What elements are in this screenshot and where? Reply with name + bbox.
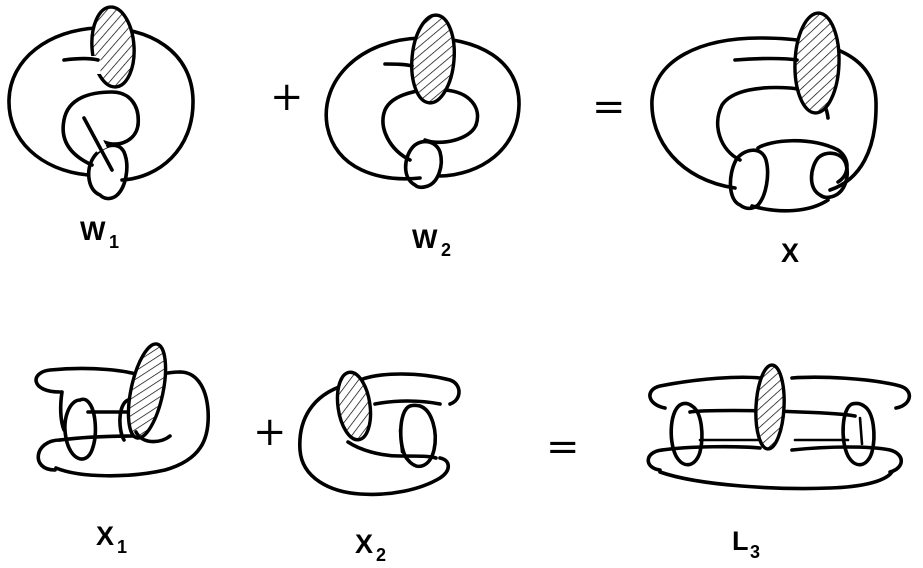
link-x bbox=[650, 11, 878, 213]
svg-text:W: W bbox=[80, 216, 106, 246]
svg-text:W: W bbox=[412, 224, 438, 254]
label-x: X bbox=[781, 238, 799, 268]
plus-sign-bottom: + bbox=[253, 409, 287, 455]
svg-text:1: 1 bbox=[109, 232, 119, 252]
equals-sign-bottom: = bbox=[546, 424, 580, 470]
link-l3 bbox=[646, 363, 912, 491]
label-x2: X 2 bbox=[355, 529, 386, 565]
svg-text:X: X bbox=[355, 529, 373, 559]
link-w1 bbox=[7, 5, 195, 201]
svg-text:2: 2 bbox=[376, 545, 386, 565]
link-x1 bbox=[34, 342, 211, 478]
plus-sign-top: + bbox=[270, 74, 304, 120]
equals-sign-top: = bbox=[592, 84, 626, 130]
svg-text:2: 2 bbox=[441, 240, 451, 260]
svg-text:L: L bbox=[732, 526, 749, 556]
label-w2: W 2 bbox=[412, 224, 451, 260]
label-l3: L 3 bbox=[732, 526, 760, 562]
label-w1: W 1 bbox=[80, 216, 119, 252]
link-x2 bbox=[298, 370, 461, 497]
link-w2 bbox=[324, 13, 521, 190]
svg-text:X: X bbox=[781, 238, 799, 268]
svg-text:1: 1 bbox=[117, 537, 127, 557]
label-x1: X 1 bbox=[96, 521, 127, 557]
svg-text:3: 3 bbox=[750, 542, 760, 562]
svg-text:X: X bbox=[96, 521, 114, 551]
